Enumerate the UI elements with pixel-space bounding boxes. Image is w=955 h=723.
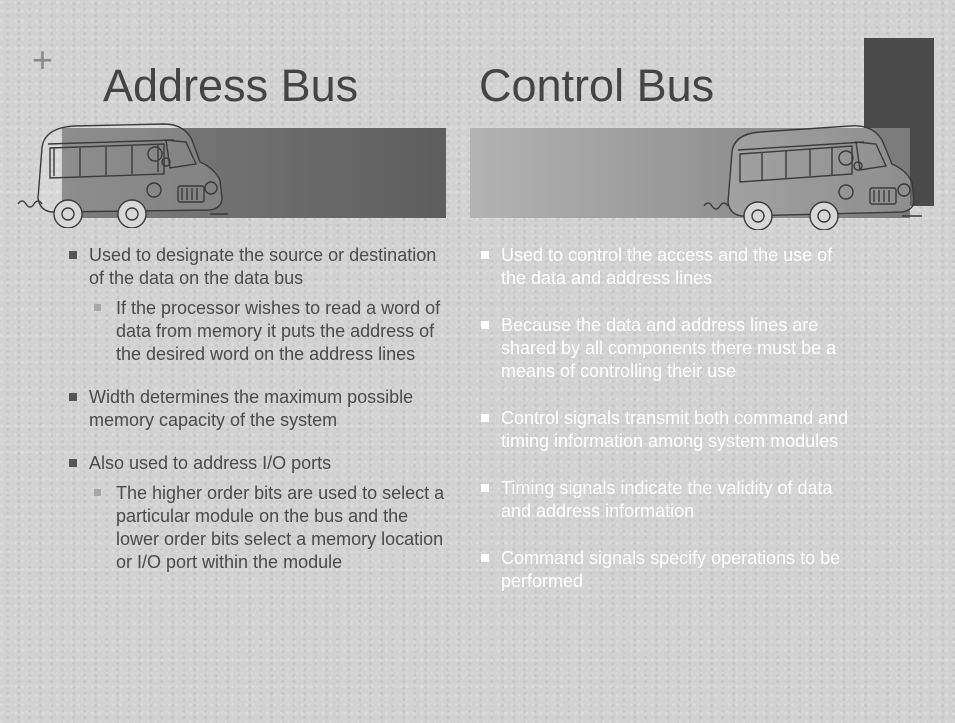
bus-icon [703, 125, 922, 230]
bullet-text: Because the data and address lines are s… [501, 315, 837, 381]
bullet-text: Command signals specify operations to be… [501, 548, 841, 591]
list-item: Control signals transmit both command an… [480, 407, 860, 453]
list-item: Also used to address I/O ports [68, 452, 448, 475]
list-item: Because the data and address lines are s… [480, 314, 860, 383]
sub-bullet-text: If the processor wishes to read a word o… [116, 298, 441, 364]
list-item: Width determines the maximum possible me… [68, 386, 448, 432]
plus-icon: + [32, 39, 54, 80]
title-control-bus: Control Bus [479, 60, 715, 111]
title-address-bus: Address Bus [103, 60, 359, 111]
list-item: Command signals specify operations to be… [480, 547, 860, 593]
address-bus-bullets: Used to designate the source or destinat… [68, 244, 448, 574]
control-bus-bullets: Used to control the access and the use o… [480, 244, 860, 593]
list-item: Used to control the access and the use o… [480, 244, 860, 290]
list-item: Timing signals indicate the validity of … [480, 477, 860, 523]
bullet-text: Control signals transmit both command an… [501, 408, 849, 451]
list-item: If the processor wishes to read a word o… [92, 297, 448, 366]
bullet-text: Width determines the maximum possible me… [89, 387, 414, 430]
bullet-text: Used to designate the source or destinat… [89, 245, 437, 288]
bullet-text: Timing signals indicate the validity of … [501, 478, 833, 521]
bus-icon [17, 123, 228, 228]
sub-bullet-text: The higher order bits are used to select… [116, 483, 445, 572]
bullet-text: Also used to address I/O ports [89, 453, 332, 473]
list-item: The higher order bits are used to select… [92, 482, 448, 574]
list-item: Used to designate the source or destinat… [68, 244, 448, 290]
right-banner [470, 128, 910, 218]
bullet-text: Used to control the access and the use o… [501, 245, 833, 288]
